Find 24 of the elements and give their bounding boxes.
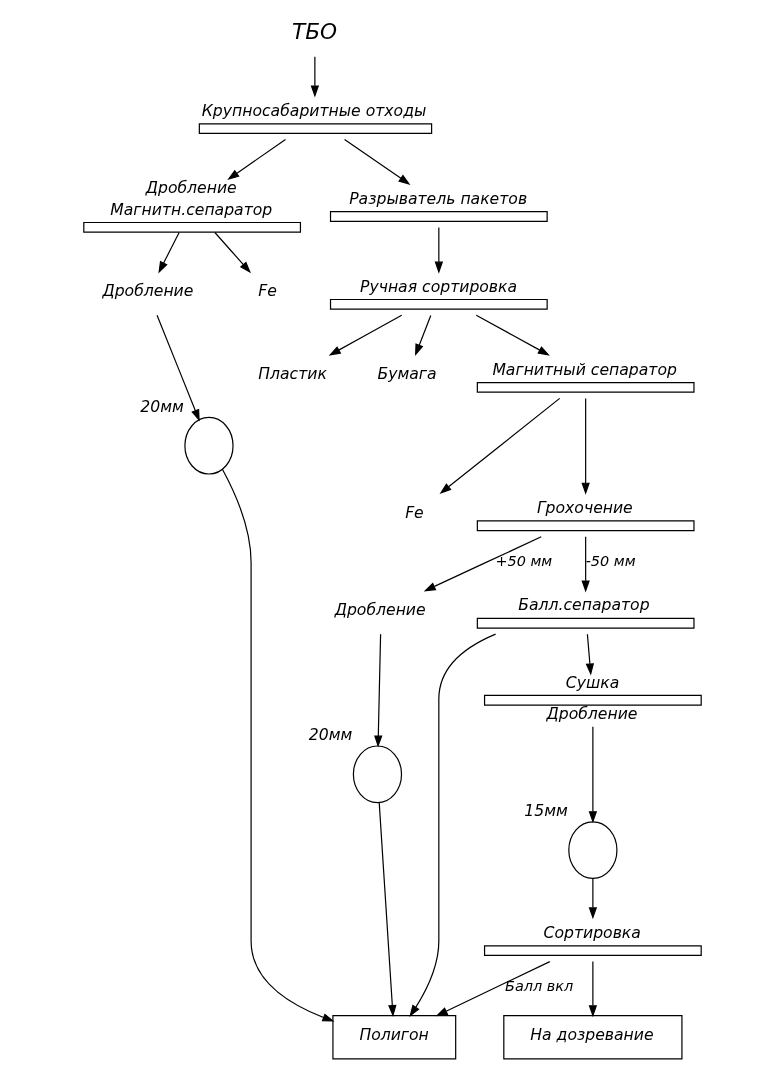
node-label: Ручная сортировка bbox=[359, 276, 517, 296]
node-label: Дробление bbox=[145, 177, 237, 197]
node-label: Сортировка bbox=[543, 922, 641, 942]
node-label: Грохочение bbox=[536, 498, 633, 518]
node-label: Крупносабаритные отходы bbox=[201, 100, 426, 120]
edge-label: +50 мм bbox=[494, 553, 552, 570]
node-text: Дробление bbox=[334, 600, 426, 620]
node-label: 20мм bbox=[139, 396, 184, 416]
node-label: Сушка bbox=[565, 672, 619, 692]
node-label: Балл.сепаратор bbox=[517, 595, 650, 615]
node-text: Fe bbox=[404, 502, 424, 522]
node-label: 20мм bbox=[308, 725, 352, 745]
node-label: Магнитн.сепаратор bbox=[109, 199, 272, 219]
edge-label: -50 мм bbox=[585, 553, 636, 570]
edge-label: Балл вкл bbox=[504, 978, 573, 995]
node-label: 15мм bbox=[523, 801, 568, 821]
node-label: Магнитный сепаратор bbox=[491, 359, 677, 379]
node-text: Пластик bbox=[257, 364, 327, 384]
node-text: ТБО bbox=[291, 18, 337, 44]
node-text: Бумага bbox=[376, 364, 437, 384]
node-label: Разрыватель пакетов bbox=[348, 188, 527, 208]
node-text: Fe bbox=[257, 281, 277, 301]
node-label: Дробление bbox=[546, 703, 637, 723]
node-text: Дробление bbox=[101, 281, 193, 301]
